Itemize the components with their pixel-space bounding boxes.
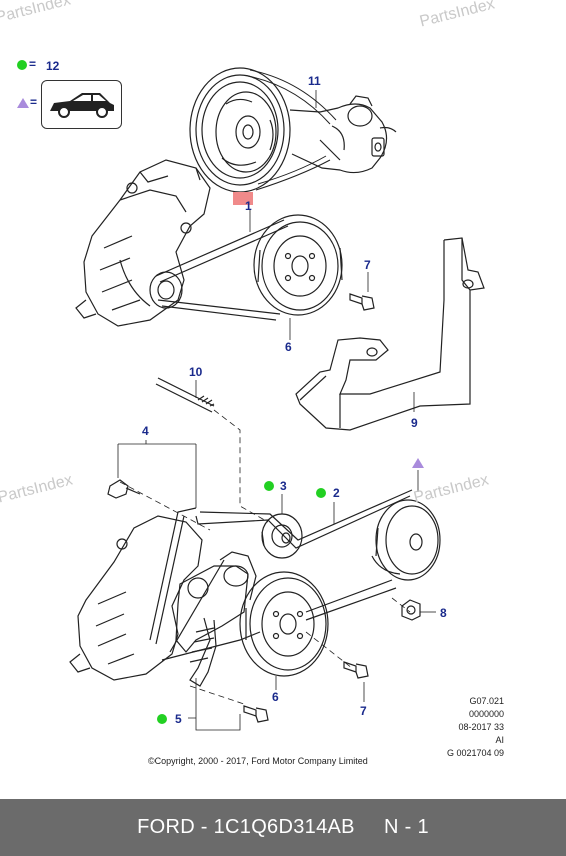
callout-1[interactable]: 1	[245, 199, 252, 213]
callout-10[interactable]: 10	[189, 365, 203, 379]
footer-bar: FORD - 1C1Q6D314AB N - 1	[0, 799, 566, 856]
purple-triangle-icon	[412, 458, 424, 468]
bolt-part-5[interactable]	[243, 705, 269, 723]
green-dot-5-icon	[157, 714, 167, 724]
drawing-code-line: 08-2017 33	[458, 722, 504, 732]
legend-dot-ref[interactable]: 12	[46, 59, 60, 73]
callout-2[interactable]: 2	[333, 486, 340, 500]
legend-equals: =	[30, 95, 38, 109]
drawing-code-line: AI	[495, 735, 504, 745]
bolt-part-4[interactable]	[107, 479, 141, 499]
drawing-code-line: G 0021704 09	[446, 748, 504, 758]
water-pump-pulley[interactable]	[375, 499, 441, 581]
stud-part-10[interactable]	[155, 377, 215, 413]
bolt-part-7-top[interactable]	[349, 293, 375, 311]
idler-pulley-part-3[interactable]	[261, 513, 303, 559]
green-dot-legend-icon	[17, 60, 27, 70]
bolt-part-7-bottom[interactable]	[343, 661, 369, 679]
copyright-notice: ©Copyright, 2000 - 2017, Ford Motor Comp…	[148, 756, 368, 766]
drawing-code-line: G07.021	[469, 696, 504, 706]
green-dot-2-icon	[316, 488, 326, 498]
drive-belt-part-2[interactable]	[149, 489, 413, 661]
highlight-marker	[233, 192, 253, 205]
callout-6-bottom[interactable]: 6	[272, 690, 279, 704]
green-dot-3-icon	[264, 481, 274, 491]
purple-triangle-legend-icon	[17, 98, 29, 108]
part-number-title: FORD - 1C1Q6D314AB N - 1	[137, 816, 429, 838]
callout-7-bottom[interactable]: 7	[360, 704, 367, 718]
callout-9[interactable]: 9	[411, 416, 418, 430]
nut-part-8[interactable]	[401, 599, 421, 621]
callout-11[interactable]: 11	[308, 74, 321, 88]
callout-5[interactable]: 5	[175, 712, 182, 726]
crankshaft-pulley-part-6-bottom[interactable]	[239, 571, 329, 677]
belt-shield-part-9[interactable]	[295, 237, 485, 431]
power-steering-pump[interactable]	[289, 95, 397, 174]
car-variant-box	[41, 80, 122, 129]
exploded-parts-drawing	[69, 67, 485, 731]
callout-4[interactable]: 4	[142, 424, 149, 438]
callout-8[interactable]: 8	[440, 606, 447, 620]
alternator-top[interactable]	[75, 159, 211, 327]
crankshaft-pulley-part-6-top[interactable]	[253, 214, 343, 316]
legend-equals: =	[29, 57, 37, 71]
callout-7-top[interactable]: 7	[364, 258, 371, 272]
callout-6-top[interactable]: 6	[285, 340, 292, 354]
drawing-code-line: 0000000	[468, 709, 504, 719]
power-steering-pulley-part-11[interactable]	[189, 67, 291, 193]
hatchback-car-icon	[50, 93, 114, 118]
belt-tensioner-assembly[interactable]	[175, 551, 257, 687]
drive-belt-part-1[interactable]	[149, 219, 289, 321]
alternator-bottom[interactable]	[69, 515, 203, 681]
callout-3[interactable]: 3	[280, 479, 287, 493]
